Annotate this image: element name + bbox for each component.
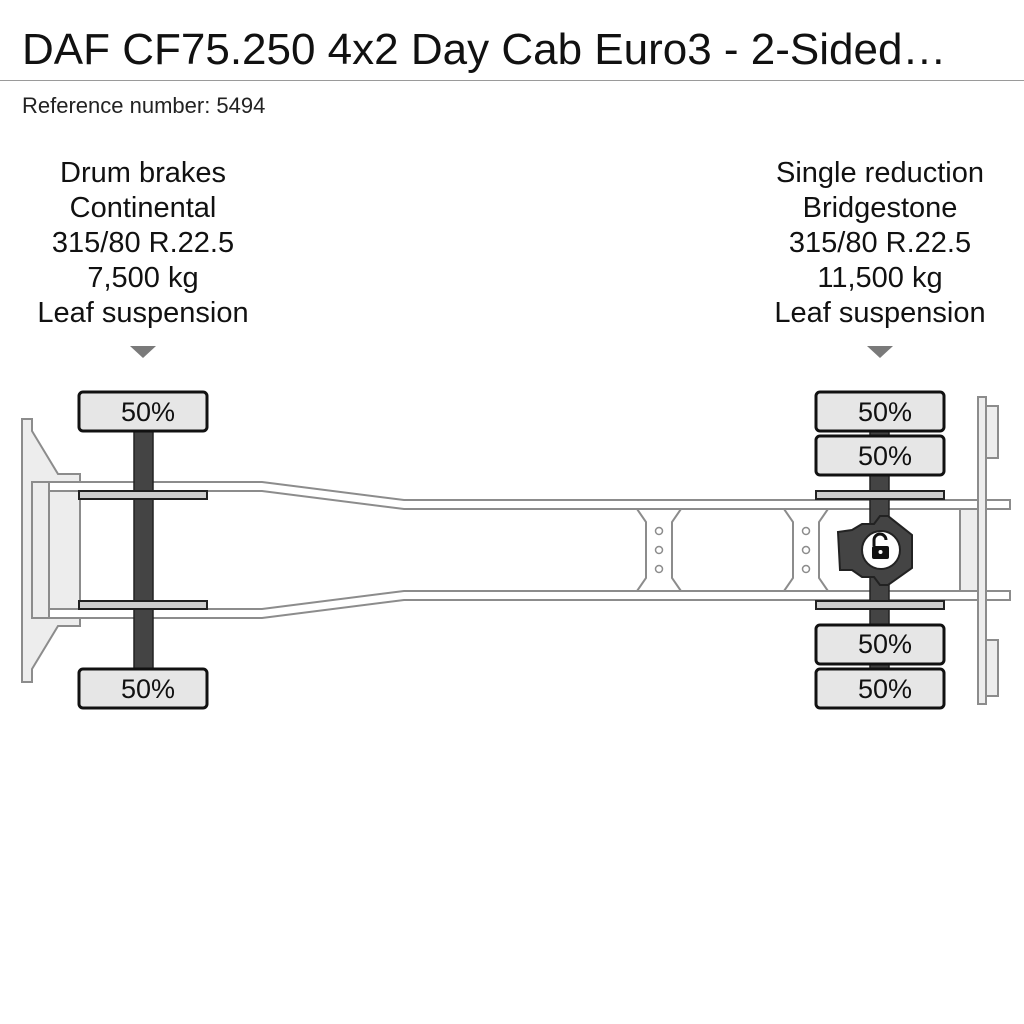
front-axle-marker-icon [130,346,156,358]
rear-tire-top-inner-label: 50% [858,441,912,471]
rear-tire-brand: Bridgestone [802,192,958,224]
front-bumper [21,418,81,683]
rear-underrun-bar [977,396,999,705]
rear-axle-marker-icon [867,346,893,358]
front-tire-top-label: 50% [121,397,175,427]
rear-tire-top-outer: 50% [814,390,946,433]
rear-tire-size: 315/80 R.22.5 [788,227,972,259]
front-brakes: Drum brakes [60,157,226,189]
rear-tire-bottom-outer: 50% [814,667,946,710]
unlocked-padlock-icon [861,530,901,570]
rear-leaf-springs [815,490,945,610]
rear-axle-load: 11,500 kg [817,262,943,294]
rear-axle-specs: Single reduction Bridgestone 315/80 R.22… [720,156,1024,331]
front-suspension: Leaf suspension [37,297,249,329]
rear-suspension: Leaf suspension [774,297,986,329]
front-tire-bottom-label: 50% [121,674,175,704]
title-divider [0,80,1024,81]
front-axle-specs: Drum brakes Continental 315/80 R.22.5 7,… [0,156,303,331]
rear-tire-bottom-inner: 50% [814,623,946,666]
rear-tire-bottom-outer-label: 50% [858,674,912,704]
front-axle-load: 7,500 kg [87,262,199,294]
front-axle-beam [133,429,154,672]
front-tire-top: 50% [77,390,209,433]
chassis-rail-bottom [48,590,1011,619]
rear-tire-bottom-inner-label: 50% [858,629,912,659]
front-tire-bottom: 50% [77,667,209,710]
rear-tire-top-inner: 50% [814,434,946,477]
reference-number: Reference number: 5494 [22,93,266,118]
front-tire-size: 315/80 R.22.5 [51,227,235,259]
front-leaf-springs [78,490,208,610]
front-tire-brand: Continental [69,192,217,224]
rear-reduction: Single reduction [776,157,984,189]
cross-member-holes [654,526,811,574]
rear-tire-top-outer-label: 50% [858,397,912,427]
